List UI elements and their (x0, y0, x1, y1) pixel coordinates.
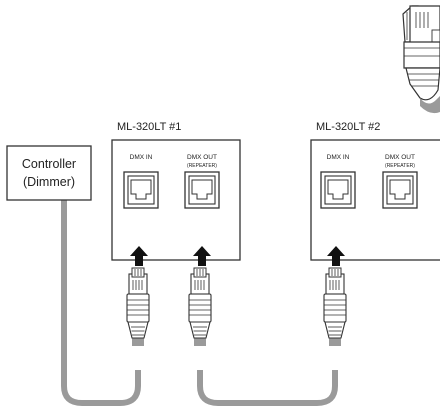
unit2-port-out-sublabel: (REPEATER) (385, 163, 415, 169)
unit1-dmx-out-port[interactable] (184, 171, 220, 209)
unit1-title: ML-320LT #1 (117, 121, 181, 133)
unit2-port-out-label: DMX OUT (385, 154, 415, 161)
rj45-plug-illustration-icon (402, 5, 440, 114)
controller-box: Controller (Dimmer) (6, 145, 92, 201)
unit1-port-out-label: DMX OUT (187, 154, 217, 161)
plug-unit1-out-icon (188, 267, 212, 347)
unit1-box: DMX IN DMX OUT (REPEATER) (111, 139, 241, 261)
cable-unit1-to-unit2 (197, 370, 338, 406)
unit1-port-in-label: DMX IN (130, 154, 153, 161)
unit2-port-in-label: DMX IN (327, 154, 350, 161)
plug-controller-unit1-icon (126, 267, 150, 347)
unit1-dmx-in-port[interactable] (123, 171, 159, 209)
controller-label-line1: Controller (22, 157, 76, 171)
unit2-box: DMX IN DMX OUT (REPEATER) (310, 139, 440, 261)
controller-label-line2: (Dimmer) (23, 175, 75, 189)
plug-unit1-unit2-icon (323, 267, 347, 347)
unit1-port-out-sublabel: (REPEATER) (187, 163, 217, 169)
unit2-dmx-out-port[interactable] (382, 171, 418, 209)
cable-controller-to-unit1 (61, 200, 141, 406)
unit2-dmx-in-port[interactable] (320, 171, 356, 209)
unit2-title: ML-320LT #2 (316, 121, 380, 133)
